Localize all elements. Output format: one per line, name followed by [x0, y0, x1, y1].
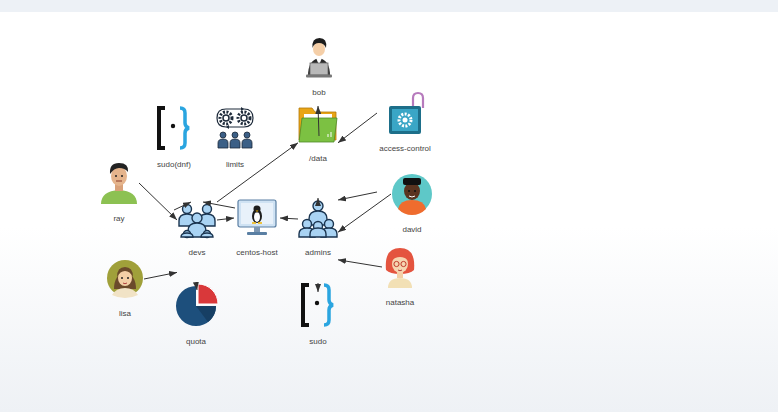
node-label: sudo(dnf)	[157, 160, 191, 170]
node-label: quota	[186, 337, 206, 347]
arrow-connector	[280, 218, 298, 219]
icon-node: sudo(dnf)	[155, 106, 193, 210]
arrow-connector	[217, 143, 298, 202]
ray-avatar	[101, 163, 137, 204]
node-label: /data	[309, 154, 327, 164]
bob-avatar	[306, 38, 332, 78]
icon-node: sudo	[300, 283, 336, 387]
arrow-connector	[338, 192, 377, 200]
arrow-connector	[139, 183, 177, 220]
bracket-icon	[159, 108, 189, 148]
node-label: sudo	[309, 337, 326, 347]
node-label: limits	[226, 160, 244, 170]
icon-node: lisa	[106, 259, 144, 355]
group-icon	[299, 201, 337, 237]
node-label: ray	[113, 214, 124, 224]
arrow-connector	[174, 202, 191, 210]
arrow-connector	[338, 260, 382, 267]
access-control-icon	[389, 93, 423, 134]
icon-node: david	[391, 173, 433, 273]
top-band	[0, 0, 778, 12]
node-label: access-control	[379, 144, 431, 154]
icon-node: /data	[298, 106, 338, 198]
natasha-avatar	[386, 248, 414, 288]
node-label: devs	[189, 248, 206, 258]
icon-node: centos-host	[234, 198, 280, 294]
icon-node: quota	[175, 283, 217, 387]
arrow-connector	[217, 218, 234, 220]
icon-node: bob	[305, 36, 333, 136]
david-avatar	[392, 174, 432, 215]
group-icon	[179, 205, 215, 238]
arrow-connector	[318, 106, 319, 136]
icon-node: ray	[99, 162, 139, 262]
arrow-connector	[318, 198, 319, 200]
arrow-connector	[144, 272, 177, 279]
node-label: lisa	[119, 309, 131, 319]
arrow-connector	[203, 202, 235, 208]
icon-node: devs	[177, 202, 217, 290]
node-label: admins	[305, 248, 331, 258]
icon-node: access-control	[377, 92, 433, 192]
icon-node: natasha	[382, 246, 418, 346]
monitor-icon	[238, 200, 276, 235]
node-label: bob	[312, 88, 325, 98]
icon-node: admins	[298, 200, 338, 292]
lisa-avatar	[107, 260, 143, 298]
icon-node: limits	[215, 108, 255, 208]
node-label: centos-host	[236, 248, 277, 258]
node-label: natasha	[386, 298, 414, 308]
arrow-connector	[338, 113, 377, 143]
node-label: david	[402, 225, 421, 235]
arrow-connector	[338, 194, 391, 232]
arrow-connector	[318, 283, 319, 292]
pie-icon	[176, 284, 218, 326]
arrow-connector	[196, 283, 197, 290]
limits-icon	[217, 107, 253, 148]
